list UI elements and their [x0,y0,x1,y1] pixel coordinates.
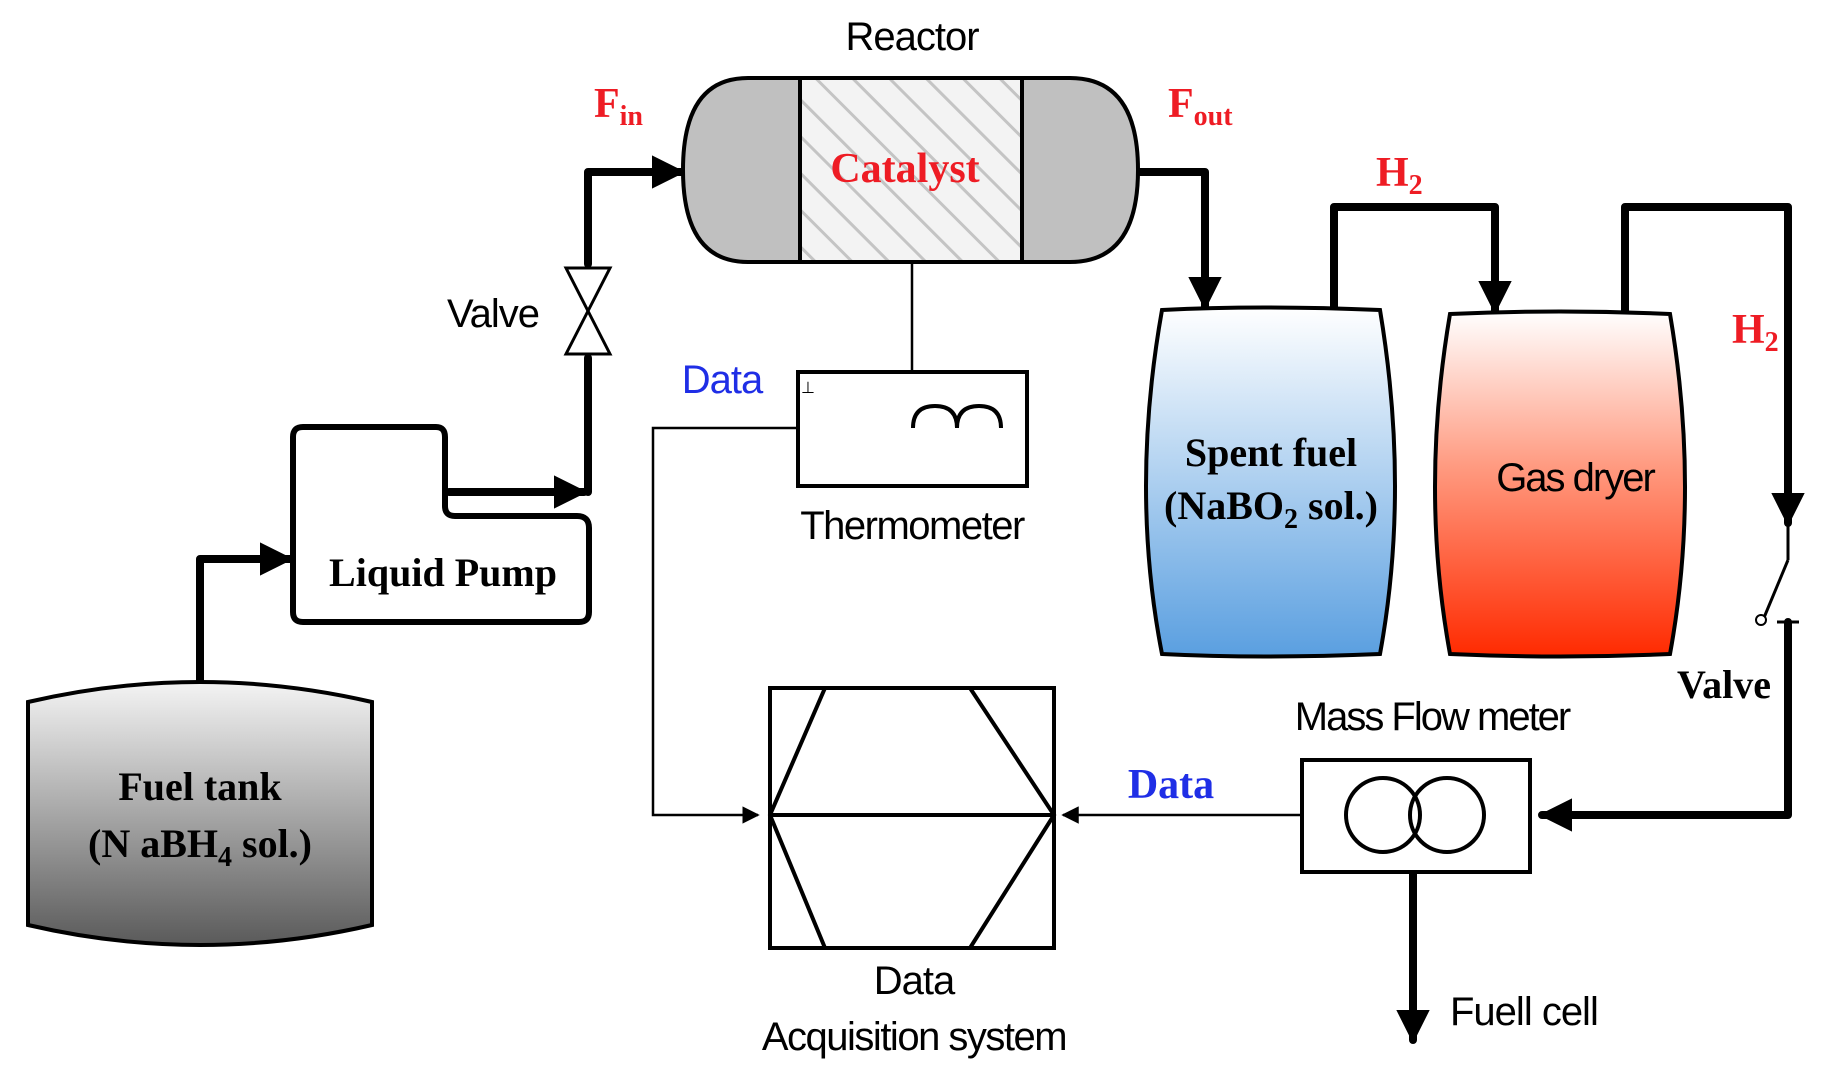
gas-dryer-label: Gas dryer [1496,456,1655,500]
pipe-pump-to-valve [445,354,592,509]
thermometer: ⊥ [796,370,1029,488]
liquid-pump-label: Liquid Pump [329,550,557,595]
valve-right-icon [1755,525,1799,626]
fuel-tank-contents-label: (N aBH4 sol.) [88,821,312,873]
liquid-pump: Liquid Pump [290,424,592,625]
reactor: Catalyst [680,76,1141,264]
spent-fuel-contents-label: (NaBO2 sol.) [1164,483,1378,535]
f-in-label: Fin [594,81,643,132]
reactor-label: Reactor [845,15,979,59]
daq-label-line1: Data [874,959,956,1003]
data-acquisition-system [767,686,1057,950]
gas-dryer: Gas dryer [1433,309,1687,659]
pipe-tank-to-pump [196,542,294,690]
valve-left-label: Valve [447,292,539,336]
fuel-cell-label: Fuell cell [1450,990,1598,1034]
pipe-gas-dryer-to-valve [1621,203,1805,527]
fuel-tank-label: Fuel tank [118,764,282,809]
pipe-spent-fuel-to-gas-dryer [1330,203,1512,315]
daq-label-line2: Acquisition system [762,1015,1066,1059]
signal-thermometer-to-daq [651,426,798,824]
data-right-label: Data [1128,762,1214,808]
h2-top-label: H2 [1376,150,1423,201]
mass-flow-meter [1300,758,1532,874]
catalyst-label: Catalyst [830,146,979,192]
thermometer-mark-icon: ⊥ [801,380,815,397]
h2-right-label: H2 [1732,307,1779,358]
spent-fuel-tank: Spent fuel (NaBO2 sol.) [1144,305,1397,659]
pipe-valve-to-reactor [584,155,686,268]
fuel-tank: Fuel tank (N aBH4 sol.) [26,680,374,947]
flow-meter-rotor-right-icon [1408,776,1486,854]
spent-fuel-label: Spent fuel [1185,430,1357,475]
pipe-reactor-to-spent-fuel [1136,168,1222,311]
valve-right-label: Valve [1677,662,1771,707]
f-out-label: Fout [1168,81,1233,132]
thermometer-label: Thermometer [800,504,1025,548]
flow-meter-rotor-left-icon [1344,776,1422,854]
valve-left-icon [563,266,613,356]
mass-flow-meter-label: Mass Flow meter [1295,695,1571,739]
data-left-label: Data [682,358,764,402]
catalyst-bed [798,76,1024,264]
thermometer-coil-icon [911,403,1003,429]
pipe-valve-to-mass-flow-meter [1538,618,1792,832]
